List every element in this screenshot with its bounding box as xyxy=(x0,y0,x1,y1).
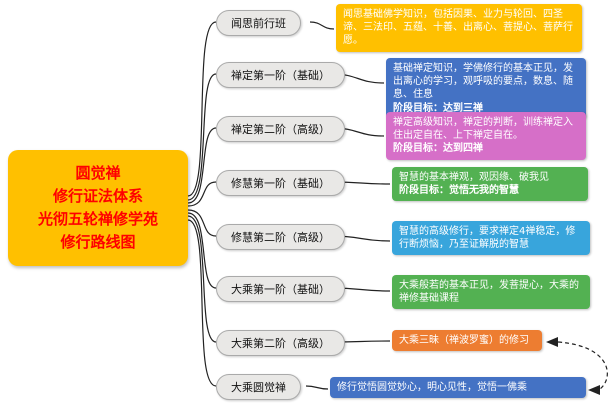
detail-wensi[interactable]: 闻思基础佛学知识，包括因果、业力与轮回、四圣谛、三法印、五蕴、十善、出离心、菩提… xyxy=(336,4,582,52)
node-wensi-qianxing[interactable]: 闻思前行班 xyxy=(216,10,301,36)
detail-dacheng-1[interactable]: 大乘般若的基本正见，发菩提心，大乘的禅修基础课程 xyxy=(392,275,590,310)
detail-dacheng-2[interactable]: 大乘三昧（禅波罗蜜）的修习 xyxy=(392,330,542,352)
node-dacheng-1[interactable]: 大乘第一阶（基础） xyxy=(216,276,345,302)
stage-goal: 阶段目标：达到四禅 xyxy=(393,143,483,155)
detail-text: 智慧的基本禅观，观因缘、破我见 xyxy=(399,172,549,183)
detail-dacheng-yuanjue[interactable]: 修行觉悟圆觉妙心，明心见性，觉悟一佛乘 xyxy=(330,377,586,399)
detail-chanding-1[interactable]: 基础禅定知识，学佛修行的基本正见，发出离心的学习，观呼吸的要点，数息、随息、住息… xyxy=(386,58,586,119)
stage-goal: 阶段目标：觉悟无我的智慧 xyxy=(399,185,519,197)
stage-goal: 阶段目标：达到三禅 xyxy=(393,102,483,114)
node-xiuhui-1[interactable]: 修慧第一阶（基础） xyxy=(216,170,345,196)
detail-text: 修行觉悟圆觉妙心，明心见性，觉悟一佛乘 xyxy=(337,382,527,393)
node-dacheng-yuanjue[interactable]: 大乘圆觉禅 xyxy=(216,374,301,400)
detail-chanding-2[interactable]: 禅定高级知识，禅定的判断，训练禅定入住出定自在、上下禅定自在。 阶段目标：达到四… xyxy=(386,112,586,160)
arrowhead-to-box7-icon xyxy=(546,337,558,347)
center-title-line3: 光彻五轮禅修学苑 xyxy=(37,210,158,228)
center-node[interactable]: 圆觉禅 修行证法体系 光彻五轮禅修学苑 修行路线图 xyxy=(8,150,188,266)
node-dacheng-2[interactable]: 大乘第二阶（高级） xyxy=(216,330,345,356)
arrowhead-to-box8-icon xyxy=(588,385,600,395)
node-xiuhui-2[interactable]: 修慧第二阶（高级） xyxy=(216,224,345,250)
dashed-progression-arc xyxy=(557,341,608,390)
center-title-line4: 修行路线图 xyxy=(60,233,136,252)
detail-text: 大乘般若的基本正见，发菩提心，大乘的禅修基础课程 xyxy=(399,280,579,305)
detail-text: 智慧的高级修行，要求禅定4禅稳定，修行断烦恼，乃至证解脱的智慧 xyxy=(399,226,576,251)
node-chanding-2[interactable]: 禅定第二阶（高级） xyxy=(216,116,345,142)
node-chanding-1[interactable]: 禅定第一阶（基础） xyxy=(216,62,345,88)
detail-text: 大乘三昧（禅波罗蜜）的修习 xyxy=(399,335,529,346)
center-title-line1: 圆觉禅 xyxy=(75,163,121,182)
detail-xiuhui-2[interactable]: 智慧的高级修行，要求禅定4禅稳定，修行断烦恼，乃至证解脱的智慧 xyxy=(392,221,590,256)
detail-text: 闻思基础佛学知识，包括因果、业力与轮回、四圣谛、三法印、五蕴、十善、出离心、菩提… xyxy=(343,9,573,47)
center-title-line2: 修行证法体系 xyxy=(52,186,143,205)
detail-text: 禅定高级知识，禅定的判断，训练禅定入住出定自在、上下禅定自在。 xyxy=(393,117,573,142)
detail-xiuhui-1[interactable]: 智慧的基本禅观，观因缘、破我见 阶段目标：觉悟无我的智慧 xyxy=(392,167,588,202)
detail-text: 基础禅定知识，学佛修行的基本正见，发出离心的学习，观呼吸的要点，数息、随息、住息 xyxy=(393,63,573,101)
